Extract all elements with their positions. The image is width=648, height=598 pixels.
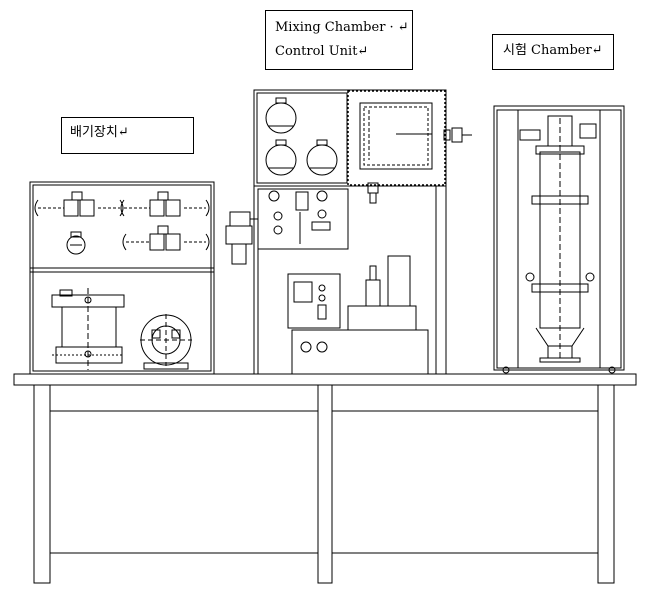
chamber-column [519,115,597,363]
exhaust-unit-label: 배기장치↵ [61,117,194,154]
control-box [287,273,341,329]
mixing-chamber-label: Mixing Chamber · ↵ Control Unit↵ [265,10,413,70]
test-chamber-label-text: 시험 Chamber↵ [503,43,603,58]
exhaust-valves [34,191,210,255]
air-regulator [225,211,258,265]
rotary-flange [140,314,192,370]
mixing-chamber-label-line2: Control Unit↵ [275,44,369,59]
test-chamber [493,105,625,374]
side-fitting [367,127,472,204]
exhaust-unit [29,181,215,375]
mixing-chamber-label-line1: Mixing Chamber · ↵ [275,20,409,35]
pressure-gauges [265,97,338,176]
exhaust-unit-label-text: 배기장치↵ [70,125,129,140]
workbench-table [13,373,637,584]
test-chamber-label: 시험 Chamber↵ [492,34,614,70]
vacuum-pump [51,288,125,370]
mixing-control-unit [225,89,472,375]
control-valves [268,190,331,244]
compressor-unit [291,255,429,375]
